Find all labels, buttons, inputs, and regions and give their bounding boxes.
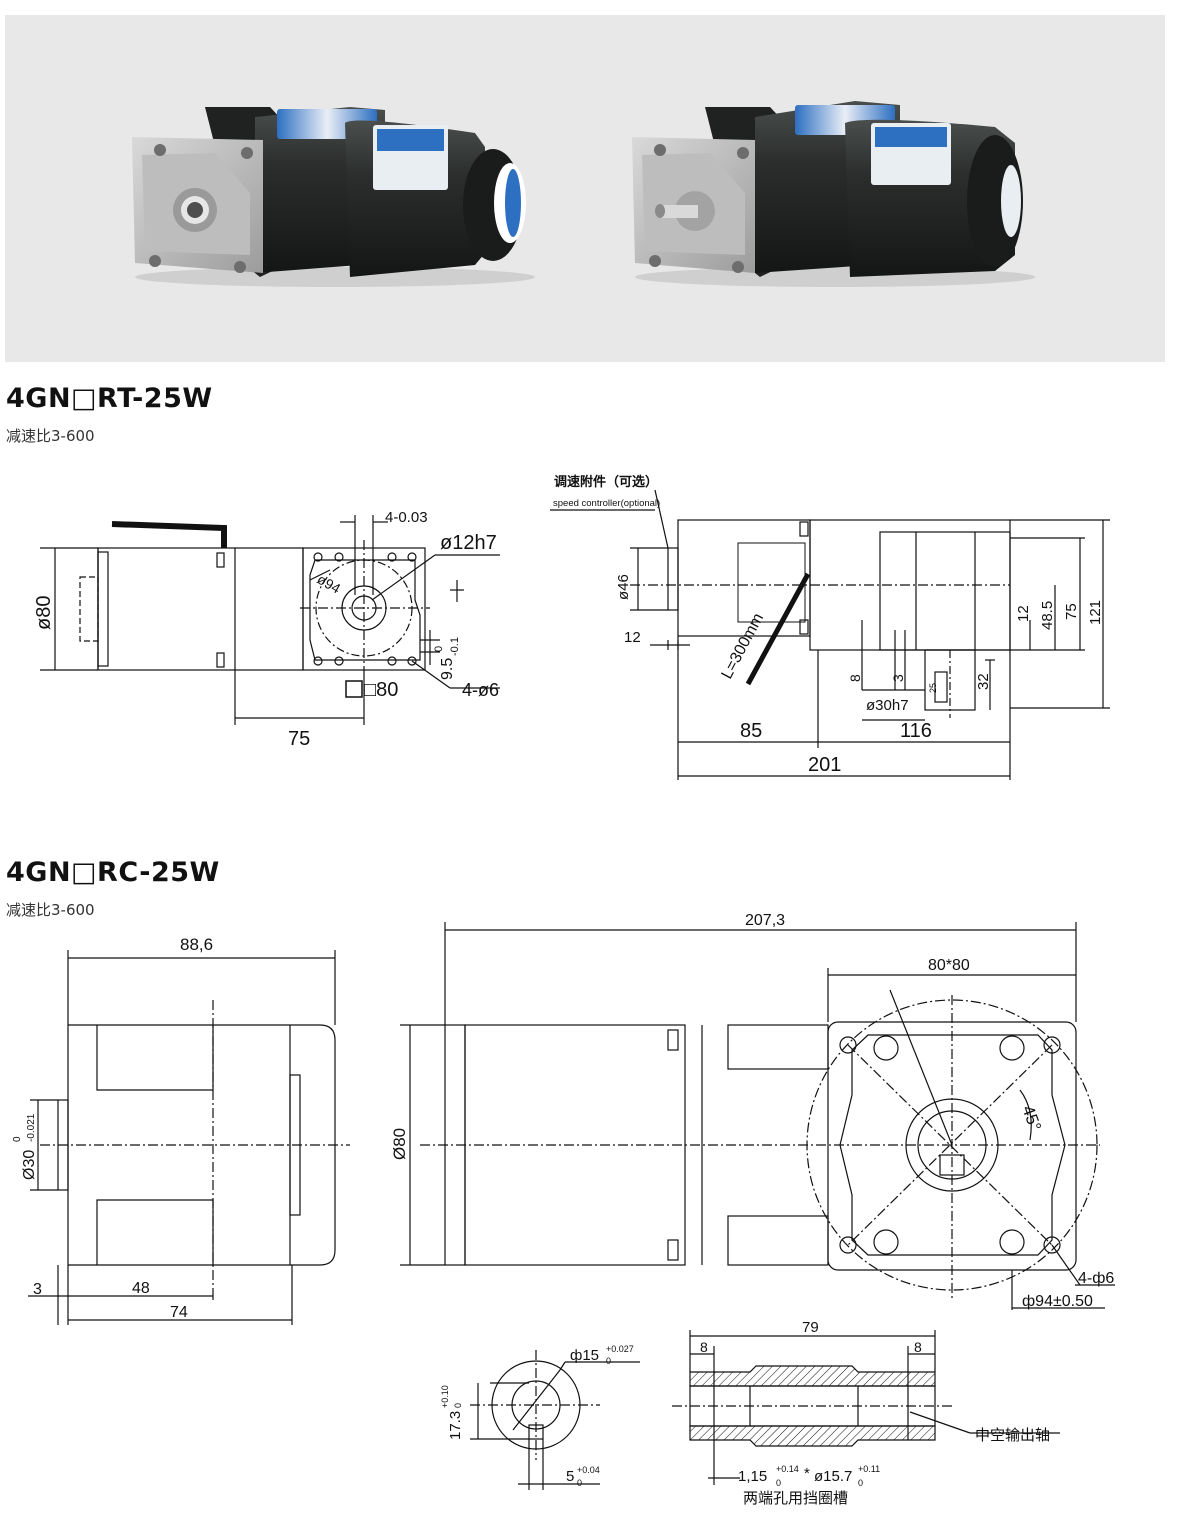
dim-rc-bore-dia-tol-upper: +0.027 bbox=[606, 1344, 634, 1354]
dim-rt-pilot: ø30h7 bbox=[866, 697, 909, 714]
dim-rc-shaft-right-8: 8 bbox=[914, 1339, 922, 1355]
dim-rt-121: 121 bbox=[1087, 600, 1104, 625]
dim-rc-bore-tol-upper: 0 bbox=[12, 1136, 23, 1142]
rt-front-view bbox=[40, 515, 500, 725]
dim-rt-85: 85 bbox=[740, 720, 762, 742]
dim-rc-groove: 1,15 bbox=[738, 1468, 767, 1485]
dim-rc-48: 48 bbox=[132, 1280, 150, 1297]
dim-rt-knob: ø46 bbox=[615, 574, 632, 600]
product-photo-panel bbox=[5, 15, 1165, 362]
section1-ratio: 减速比3-600 bbox=[6, 427, 95, 445]
dim-rc-bore-dia: ф15 bbox=[570, 1347, 599, 1364]
rc-shaft-detail bbox=[672, 1330, 1060, 1485]
section2-drawings: 88,6 Ø30 0 -0.021 3 48 74 bbox=[12, 912, 1115, 1507]
rc-main-view bbox=[400, 922, 1115, 1310]
dim-rc-bore: Ø30 bbox=[21, 1150, 38, 1180]
product-photos bbox=[132, 101, 1035, 287]
dim-rt-3: 3 bbox=[890, 674, 906, 682]
dim-rc-keyway-width-tol-lower: 0 bbox=[577, 1478, 582, 1488]
dim-rc-groove-sep: * bbox=[804, 1465, 810, 1482]
dim-rc-keyway-tol-lower: 0 bbox=[453, 1403, 463, 1408]
dim-rt-knob-depth: 12 bbox=[624, 629, 641, 646]
dim-rc-flange: 80*80 bbox=[928, 957, 970, 974]
motor-photo-hollow-shaft bbox=[132, 107, 535, 287]
dim-rt-length: 75 bbox=[288, 728, 310, 750]
dim-rc-shaft-left-8: 8 bbox=[700, 1339, 708, 1355]
dim-rc-bore-tol-lower: -0.021 bbox=[26, 1113, 37, 1142]
dim-rc-width: 88,6 bbox=[180, 935, 213, 954]
rc-bore-detail bbox=[470, 1350, 640, 1490]
dim-rt-8: 8 bbox=[847, 674, 863, 682]
label-hollow-shaft: 中空输出轴 bbox=[975, 1426, 1050, 1444]
dim-rc-groove-dia: ø15.7 bbox=[814, 1468, 852, 1485]
dim-rt-holes: 4-ø6 bbox=[462, 680, 499, 700]
dim-rc-total: 207,3 bbox=[745, 912, 785, 929]
dim-rt-201: 201 bbox=[808, 754, 841, 776]
dim-rc-groove-dia-tol-upper: +0.11 bbox=[858, 1464, 880, 1474]
label-speed-controller-cn: 调速附件（可选） bbox=[554, 474, 658, 490]
section1-drawings: 4-0.03 ø12h7 ø94 ø80 □80 9.5 0 -0.1 4-ø6… bbox=[33, 474, 1110, 780]
label-groove: 两端孔用挡圈槽 bbox=[743, 1489, 848, 1507]
dim-rc-groove-dia-tol-lower: 0 bbox=[858, 1478, 863, 1488]
dim-rt-body: ø80 bbox=[33, 596, 55, 630]
rt-side-view bbox=[550, 489, 1110, 780]
dim-rc-keyway-height: 17.3 bbox=[447, 1411, 464, 1440]
dim-rt-key: 4-0.03 bbox=[385, 509, 428, 526]
dim-rc-3: 3 bbox=[33, 1281, 42, 1298]
dim-rt-shaft: ø12h7 bbox=[440, 532, 497, 554]
dim-rt-key-tol-lower: -0.1 bbox=[449, 637, 461, 656]
rc-left-view bbox=[28, 950, 350, 1325]
dim-rt-shaft-len: 25 bbox=[928, 683, 938, 693]
section2-ratio: 减速比3-600 bbox=[6, 901, 95, 919]
dim-rc-bore-dia-tol-lower: 0 bbox=[606, 1356, 611, 1366]
label-speed-controller-en: speed controller(optional) bbox=[553, 498, 660, 509]
dim-rc-angle: 45° bbox=[1018, 1103, 1045, 1134]
dim-rc-body: Ø80 bbox=[390, 1128, 409, 1160]
dim-rc-pcd: ф94±0.50 bbox=[1022, 1293, 1093, 1310]
dim-rt-116: 116 bbox=[900, 720, 932, 742]
motor-photo-solid-shaft bbox=[632, 101, 1035, 287]
dim-rc-keyway-tol-upper: +0.10 bbox=[440, 1385, 450, 1408]
dim-rc-shaft-length: 79 bbox=[802, 1319, 819, 1336]
dim-rt-square: □80 bbox=[364, 679, 398, 701]
dim-rt-12: 12 bbox=[1015, 605, 1032, 622]
dim-rt-key-height: 9.5 bbox=[439, 658, 456, 680]
dim-rc-keyway-width-tol-upper: +0.04 bbox=[577, 1465, 600, 1475]
dim-rc-holes: 4-ф6 bbox=[1078, 1270, 1114, 1287]
section1-title: 4GN□RT-25W bbox=[6, 383, 213, 414]
dim-rc-74: 74 bbox=[170, 1304, 188, 1321]
dim-rt-key-tol-upper: 0 bbox=[433, 646, 445, 652]
dim-rt-48-5: 48.5 bbox=[1039, 601, 1056, 630]
dim-rt-cable: L=300mm bbox=[719, 611, 768, 682]
dim-rt-32: 32 bbox=[975, 673, 992, 690]
dim-rt-75: 75 bbox=[1063, 603, 1080, 620]
dim-rc-keyway-width: 5 bbox=[566, 1468, 574, 1485]
section2-title: 4GN□RC-25W bbox=[6, 857, 220, 888]
dim-rc-groove-tol-upper: +0.14 bbox=[776, 1464, 799, 1474]
dim-rc-groove-tol-lower: 0 bbox=[776, 1478, 781, 1488]
